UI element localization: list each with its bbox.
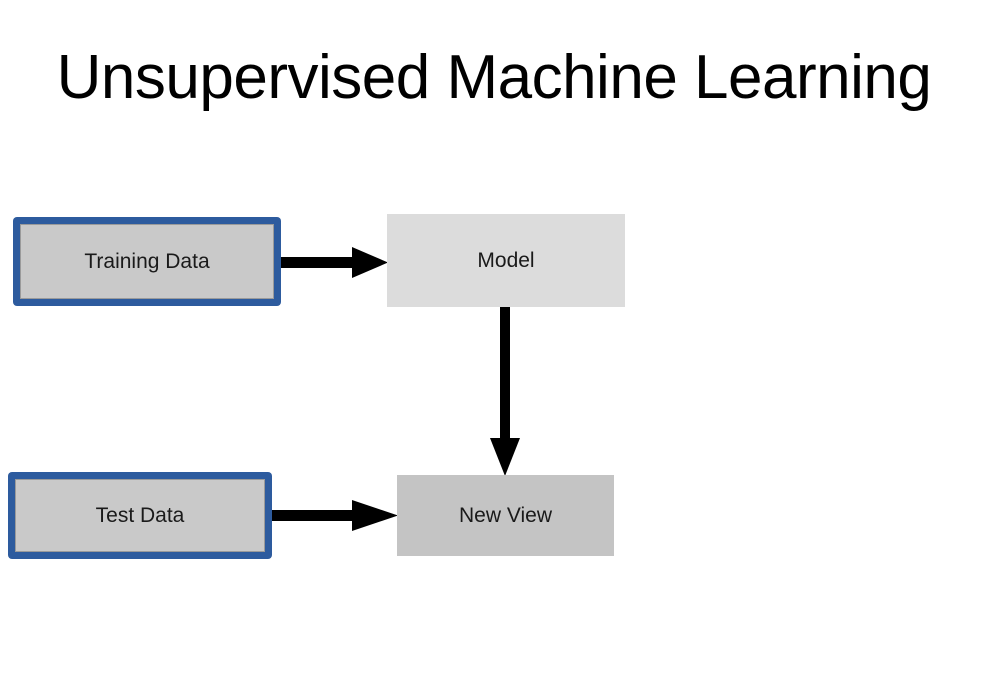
node-new-view[interactable]: New View	[397, 475, 614, 556]
node-test-data-inner: Test Data	[15, 479, 265, 552]
node-test-data-label: Test Data	[95, 504, 185, 527]
arrow-test-to-newview	[270, 500, 398, 531]
arrow-model-to-newview	[490, 307, 520, 476]
node-model-label: Model	[477, 249, 535, 272]
node-test-data[interactable]: Test Data	[8, 472, 272, 559]
node-training-data[interactable]: Training Data	[13, 217, 281, 306]
arrow-training-to-model	[276, 247, 388, 278]
node-training-data-inner: Training Data	[20, 224, 274, 299]
node-new-view-label: New View	[459, 504, 552, 527]
page-title: Unsupervised Machine Learning	[56, 43, 932, 112]
node-training-data-label: Training Data	[84, 250, 210, 273]
node-model[interactable]: Model	[387, 214, 625, 307]
